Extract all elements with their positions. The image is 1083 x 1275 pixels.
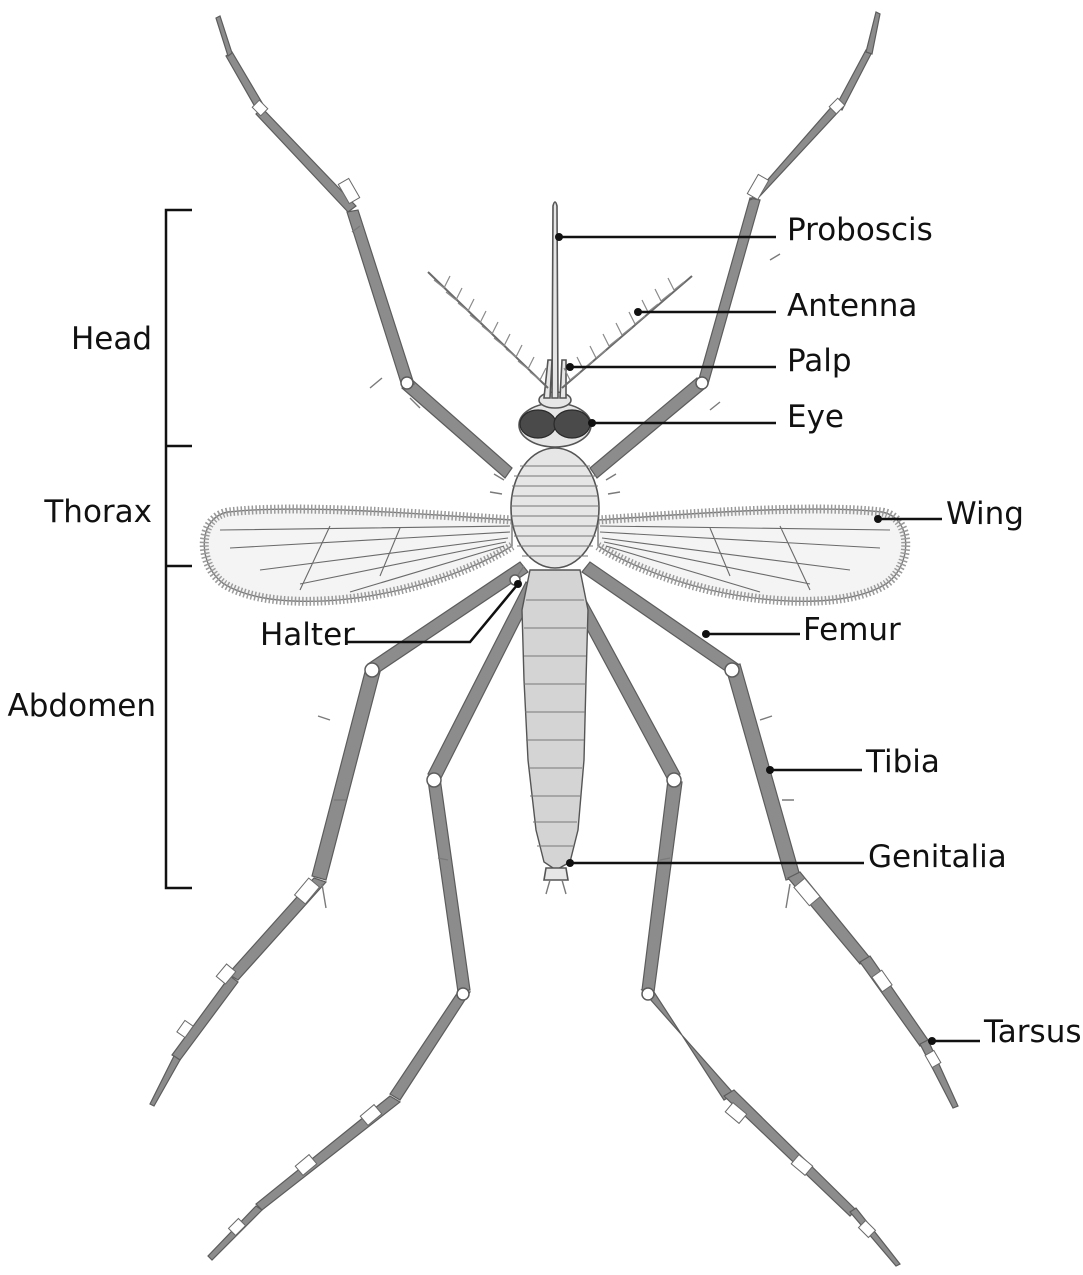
antennae <box>428 272 692 388</box>
abdomen-label: Abdomen <box>8 688 156 724</box>
head-body <box>519 392 591 447</box>
proboscis-body <box>552 202 558 398</box>
palp-label: Palp <box>787 343 852 379</box>
genitalia-label: Genitalia <box>868 839 1007 875</box>
eye-leader <box>588 419 776 427</box>
femur-label: Femur <box>803 612 901 648</box>
tibia-leader <box>766 766 862 774</box>
front-left-leg <box>216 16 512 478</box>
tarsus-label: Tarsus <box>983 1014 1082 1050</box>
abdomen-body <box>522 570 588 894</box>
region-labels: Head Thorax Abdomen <box>8 321 156 724</box>
antenna-label: Antenna <box>787 288 917 324</box>
region-bracket <box>166 210 192 888</box>
proboscis-label: Proboscis <box>787 212 933 248</box>
palp-leader <box>566 363 776 371</box>
right-wing <box>598 509 906 601</box>
middle-right-leg <box>582 562 958 1108</box>
head-label: Head <box>71 321 152 357</box>
wing-label: Wing <box>946 496 1024 532</box>
halter-label: Halter <box>260 617 355 653</box>
thorax-label: Thorax <box>43 494 152 530</box>
left-wing <box>204 509 512 601</box>
tibia-label: Tibia <box>865 744 940 780</box>
genitalia-leader <box>566 859 864 867</box>
femur-leader <box>702 630 800 638</box>
antenna-leader <box>634 308 776 316</box>
eye-label: Eye <box>787 399 844 435</box>
tarsus-leader <box>928 1037 980 1045</box>
